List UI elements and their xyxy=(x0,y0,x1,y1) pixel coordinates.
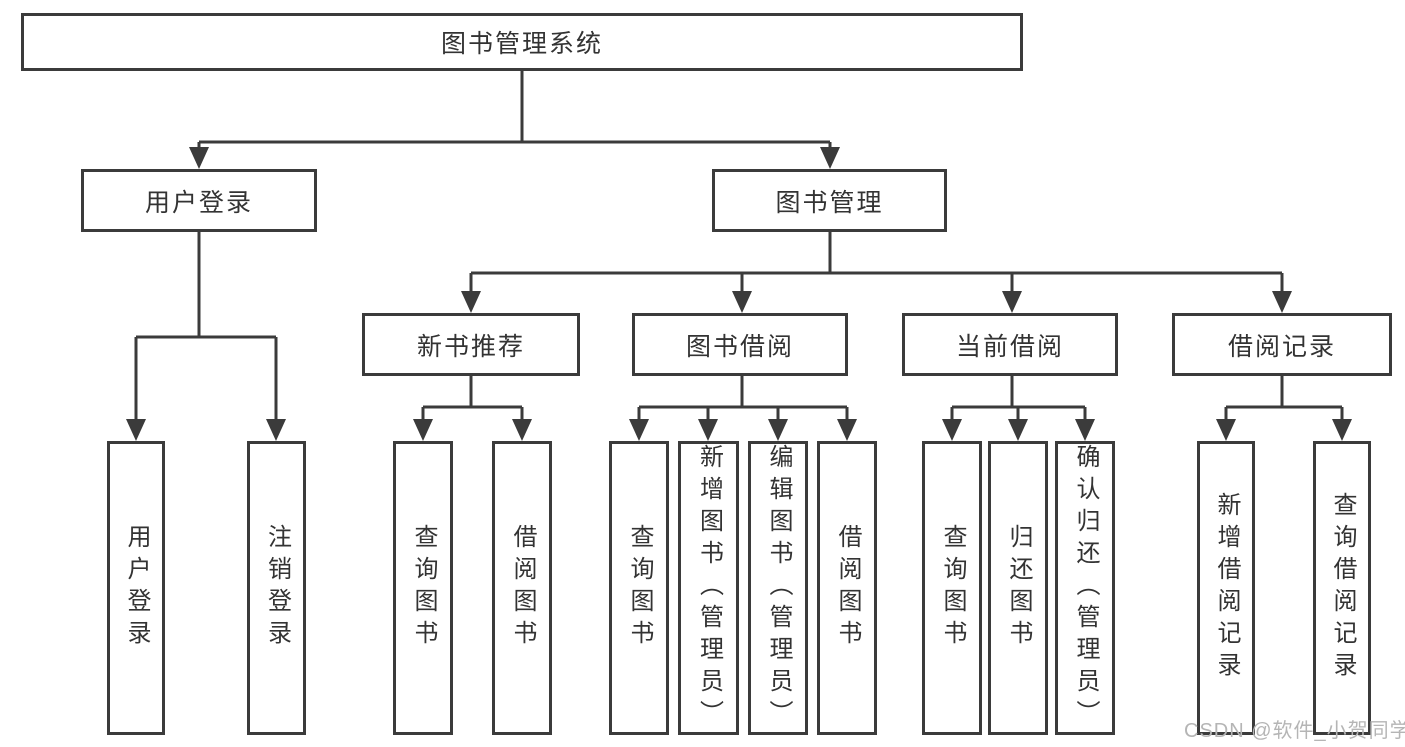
leaf-query-books-recommend: 查询图书 xyxy=(393,441,453,735)
leaf-query-books-current: 查询图书 xyxy=(922,441,982,735)
leaf-label: 编辑图书（管理员） xyxy=(765,444,792,732)
leaf-label: 查询图书 xyxy=(939,524,966,652)
csdn-watermark: CSDN @软件_小贺同学 xyxy=(1184,720,1405,742)
leaf-label: 查询借阅记录 xyxy=(1329,492,1356,684)
node-user-login: 用户登录 xyxy=(81,169,317,232)
leaf-label: 确认归还（管理员） xyxy=(1072,444,1099,732)
leaf-query-borrow-record: 查询借阅记录 xyxy=(1313,441,1371,735)
leaf-confirm-return-admin: 确认归还（管理员） xyxy=(1055,441,1115,735)
leaf-add-book-admin: 新增图书（管理员） xyxy=(678,441,739,735)
node-book-management: 图书管理 xyxy=(712,169,947,232)
node-current-borrow: 当前借阅 xyxy=(902,313,1118,376)
node-book-borrow: 图书借阅 xyxy=(632,313,848,376)
leaf-return-book: 归还图书 xyxy=(988,441,1048,735)
leaf-label: 注销登录 xyxy=(263,524,291,652)
leaf-add-borrow-record: 新增借阅记录 xyxy=(1197,441,1255,735)
leaf-label: 借阅图书 xyxy=(834,524,861,652)
node-borrow-records: 借阅记录 xyxy=(1172,313,1392,376)
leaf-label: 新增借阅记录 xyxy=(1213,492,1240,684)
node-new-book-recommend: 新书推荐 xyxy=(362,313,580,376)
leaf-query-books-borrow: 查询图书 xyxy=(609,441,669,735)
leaf-user-login: 用户登录 xyxy=(107,441,165,735)
leaf-label: 查询图书 xyxy=(626,524,653,652)
leaf-label: 查询图书 xyxy=(410,524,437,652)
leaf-edit-book-admin: 编辑图书（管理员） xyxy=(748,441,808,735)
leaf-label: 借阅图书 xyxy=(509,524,536,652)
leaf-logout: 注销登录 xyxy=(247,441,306,735)
leaf-borrow-books-borrow: 借阅图书 xyxy=(817,441,877,735)
leaf-label: 用户登录 xyxy=(123,524,150,652)
node-root-system: 图书管理系统 xyxy=(21,13,1023,71)
leaf-label: 新增图书（管理员） xyxy=(695,444,723,732)
leaf-label: 归还图书 xyxy=(1005,524,1032,652)
leaf-borrow-books-recommend: 借阅图书 xyxy=(492,441,552,735)
